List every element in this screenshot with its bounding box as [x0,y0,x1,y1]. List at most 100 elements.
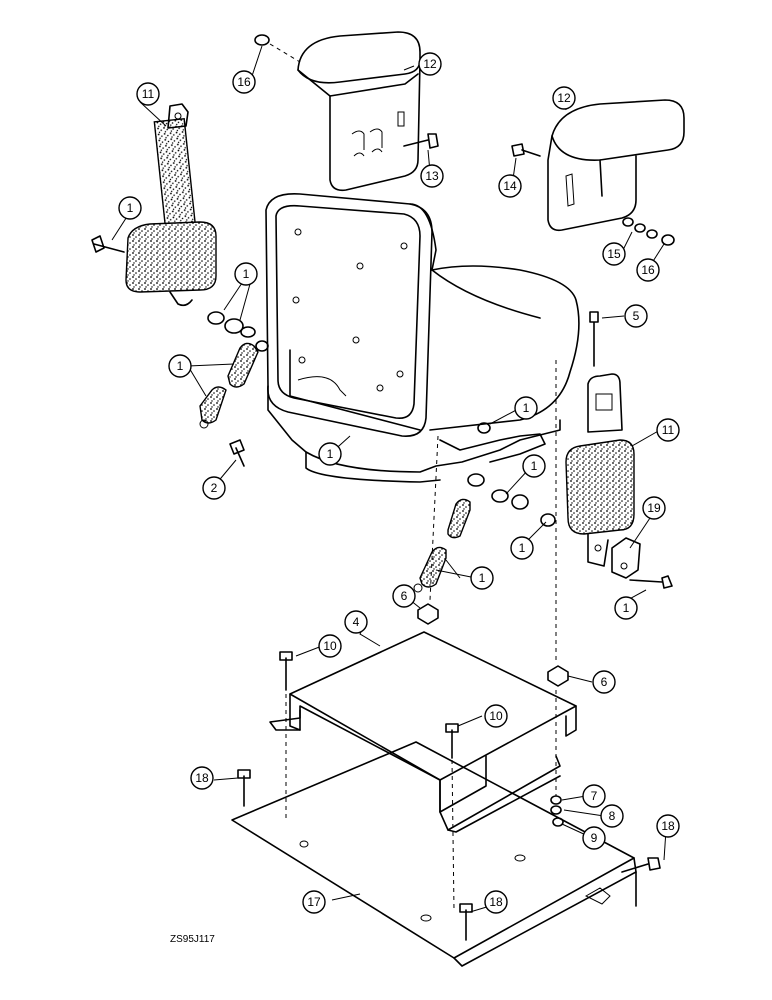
callout-number: 1 [531,459,538,473]
callout-circle [318,634,342,658]
callout-circle [318,442,342,466]
callout-1: 1 [522,454,546,478]
callout-circle [136,82,160,106]
callout-number: 7 [591,789,598,803]
callout-2: 2 [202,476,226,500]
callout-circle [302,890,326,914]
callout-number: 2 [211,481,218,495]
callout-circle [514,396,538,420]
figure-code: ZS95J117 [170,934,215,945]
armrest-left [297,31,421,192]
callout-1: 1 [318,442,342,466]
callout-9: 9 [582,826,606,850]
callout-number: 6 [601,675,608,689]
seat-belt-buckle-left [125,103,217,307]
callout-12: 12 [418,52,442,76]
callout-circle [602,242,626,266]
callout-11: 11 [136,82,160,106]
callout-6: 6 [592,670,616,694]
callout-circle [592,670,616,694]
callout-circle [202,476,226,500]
seat-assembly [265,193,580,483]
callout-12: 12 [552,86,576,110]
callout-number: 1 [519,541,526,555]
callout-circle [190,766,214,790]
callout-circle [636,258,660,282]
callout-circle [232,70,256,94]
callout-16: 16 [232,70,256,94]
callout-circle [552,86,576,110]
callout-1: 1 [510,536,534,560]
callout-circle [420,164,444,188]
callout-number: 1 [327,447,334,461]
callout-6: 6 [392,584,416,608]
callout-10: 10 [484,704,508,728]
callout-number: 11 [662,423,675,437]
callout-circle [614,596,638,620]
callout-number: 1 [127,201,134,215]
callout-circle [498,174,522,198]
callout-18: 18 [484,890,508,914]
callout-number: 8 [609,809,616,823]
callout-number: 17 [307,895,321,909]
callout-11: 11 [656,418,680,442]
callout-1: 1 [514,396,538,420]
callout-number: 15 [607,247,621,261]
callout-number: 18 [489,895,503,909]
callout-17: 17 [302,890,326,914]
callout-circle [582,826,606,850]
callout-number: 1 [623,601,630,615]
callout-14: 14 [498,174,522,198]
callout-labels: 1111111112456678910101111121213141516161… [118,52,680,914]
callout-circle [344,610,368,634]
callout-number: 13 [425,169,439,183]
seat-straps [199,342,471,593]
callout-5: 5 [624,304,648,328]
callout-circle [522,454,546,478]
bracket [611,537,641,579]
callout-number: 1 [177,359,184,373]
callout-circle [484,704,508,728]
callout-circle [168,354,192,378]
callout-1: 1 [234,262,258,286]
nuts-washers [254,34,675,827]
callout-circle [642,496,666,520]
callout-circle [582,784,606,808]
callout-number: 14 [503,179,517,193]
callout-number: 18 [195,771,209,785]
callout-circle [624,304,648,328]
callout-number: 1 [243,267,250,281]
callout-1: 1 [168,354,192,378]
bolts [91,133,673,941]
washers [207,311,556,527]
callout-13: 13 [420,164,444,188]
callout-number: 16 [641,263,655,277]
callout-18: 18 [190,766,214,790]
callout-8: 8 [600,804,624,828]
callout-number: 4 [353,615,360,629]
seat-belt-buckle-right [565,373,635,567]
callout-circle [234,262,258,286]
callout-4: 4 [344,610,368,634]
assembly-lines [269,43,557,911]
callout-number: 6 [401,589,408,603]
callout-circle [656,814,680,838]
callout-number: 10 [489,709,503,723]
callout-circle [484,890,508,914]
mounting-plate [269,631,577,813]
callout-number: 12 [557,91,571,105]
callout-number: 19 [647,501,661,515]
callout-1: 1 [118,196,142,220]
callout-number: 1 [479,571,486,585]
callout-1: 1 [470,566,494,590]
callout-circle [118,196,142,220]
callout-circle [392,584,416,608]
callout-18: 18 [656,814,680,838]
callout-15: 15 [602,242,626,266]
callout-number: 18 [661,819,675,833]
callout-number: 5 [633,309,640,323]
callout-10: 10 [318,634,342,658]
callout-1: 1 [614,596,638,620]
callout-number: 1 [523,401,530,415]
